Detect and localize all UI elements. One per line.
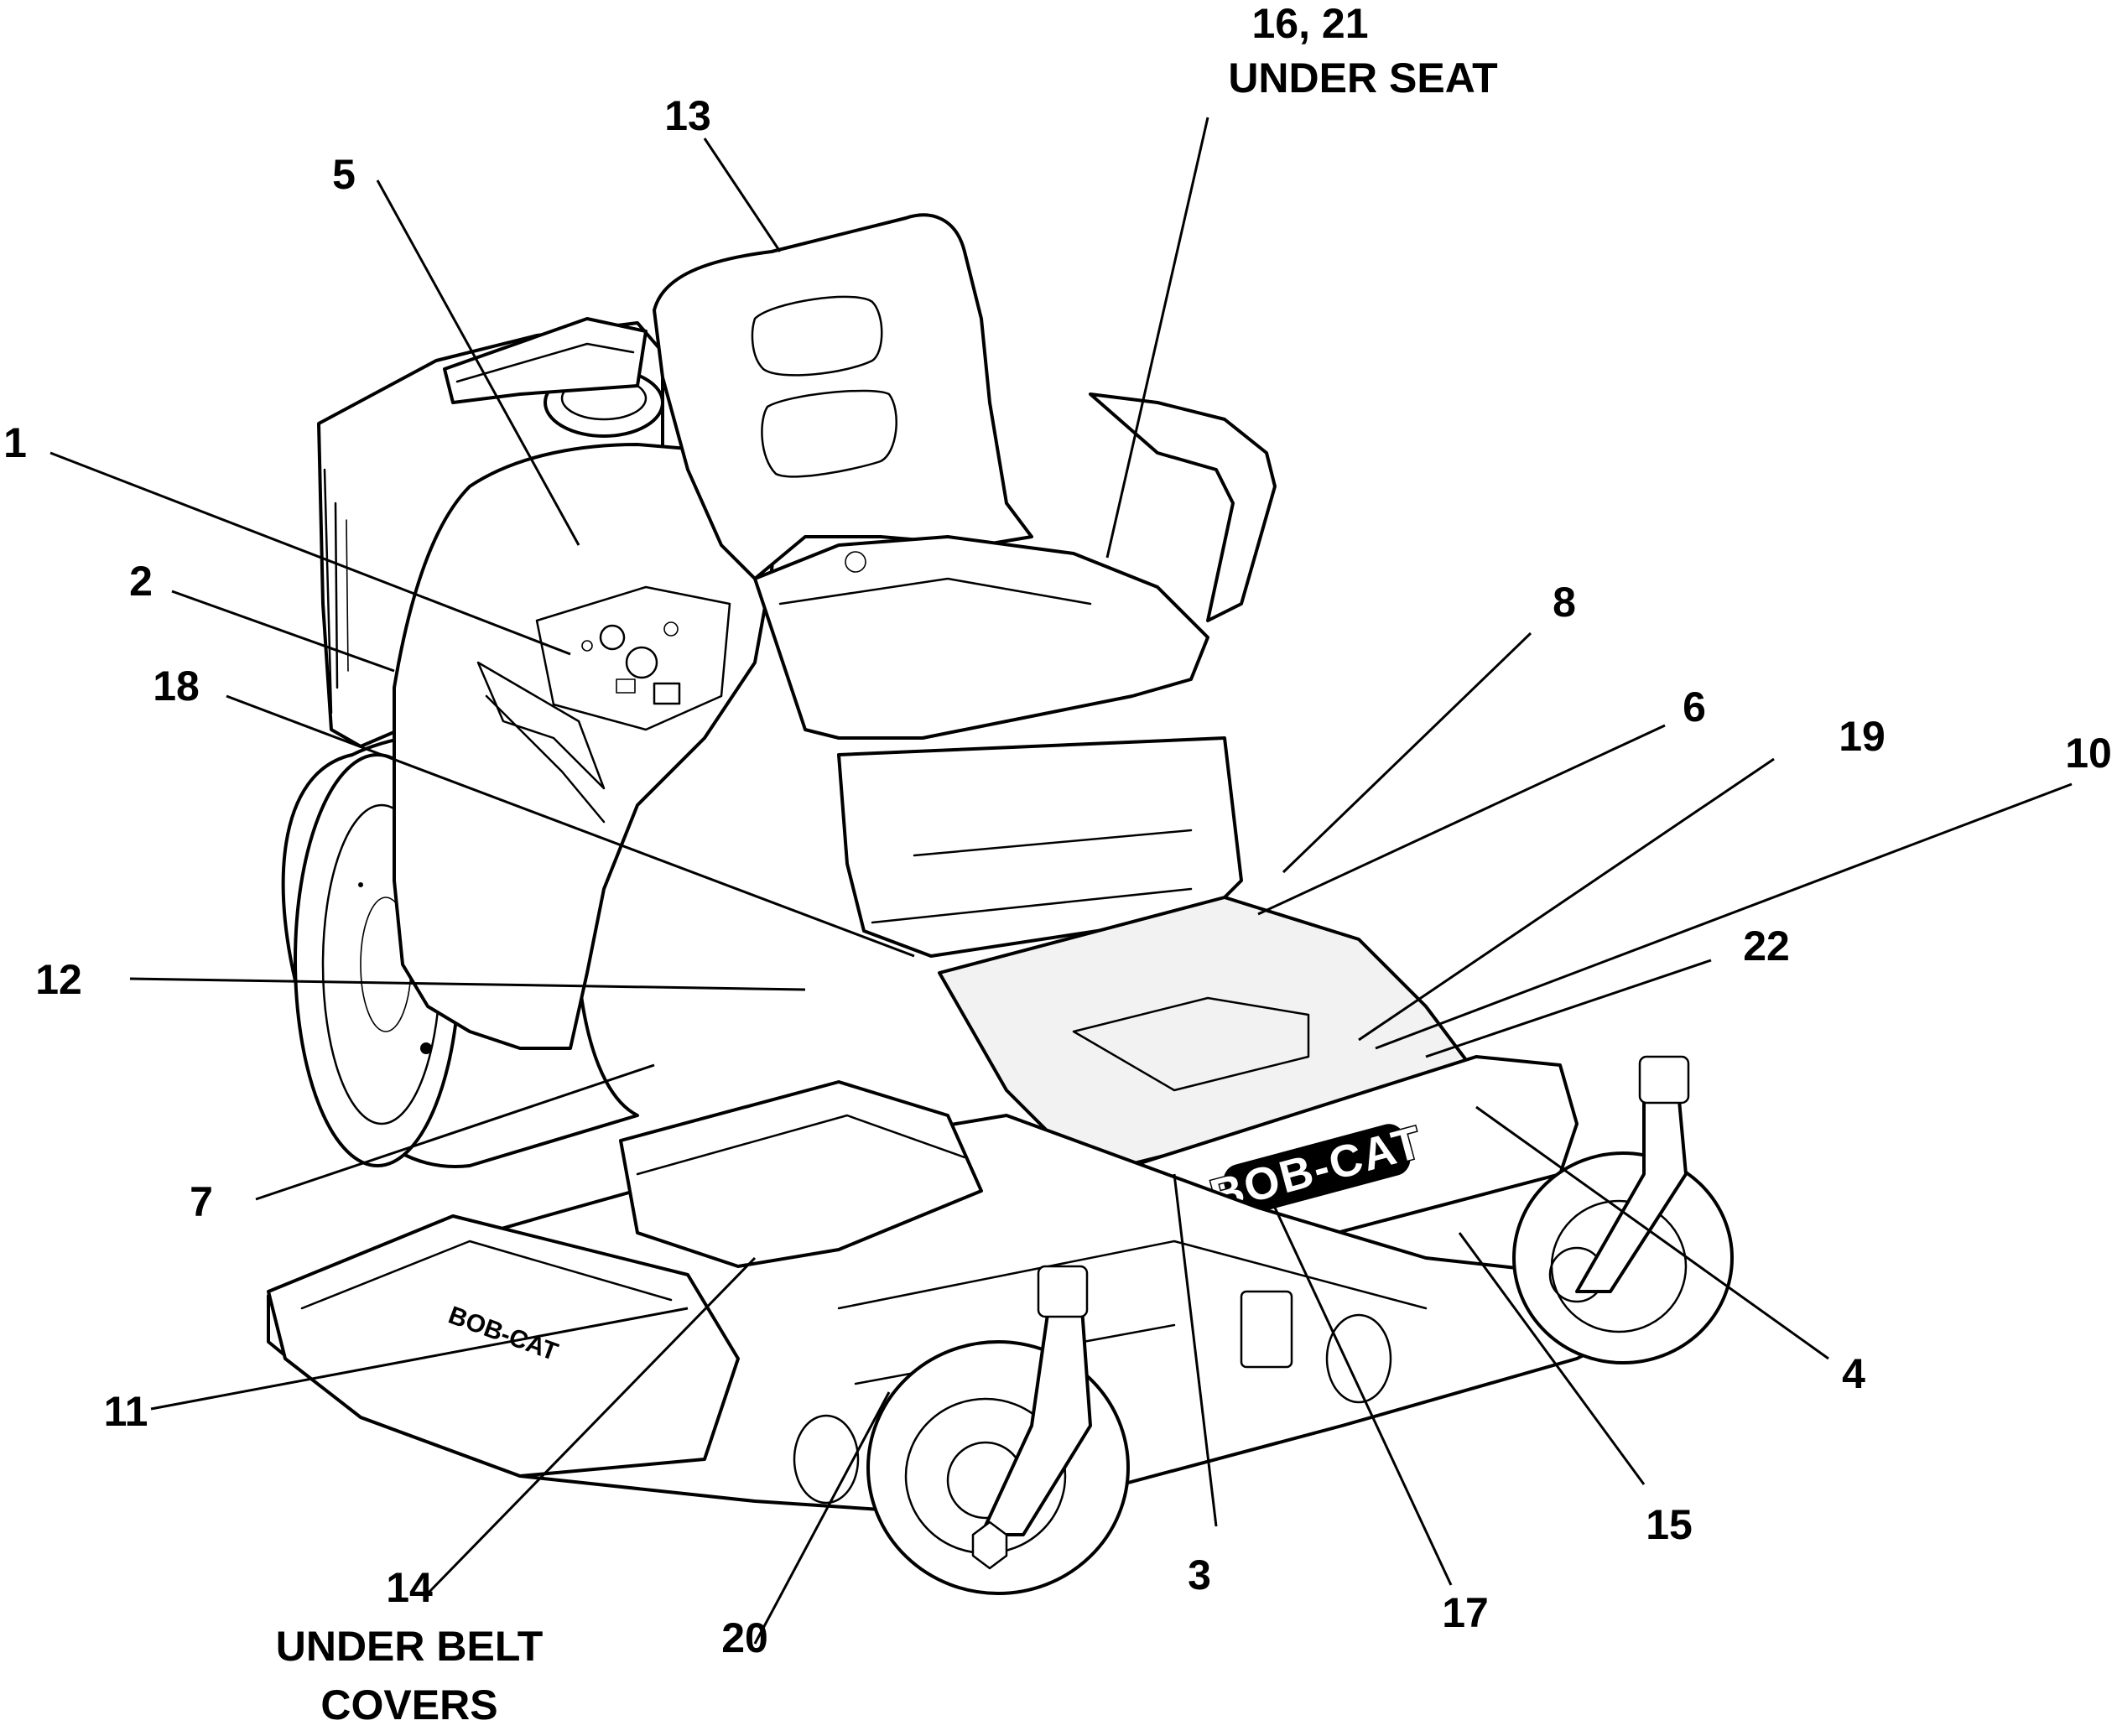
callout-14-note-2: COVERS bbox=[320, 1681, 497, 1728]
callout-13-label: 13 bbox=[664, 92, 711, 139]
callout-14-note-1: UNDER BELT bbox=[276, 1623, 544, 1670]
callout-labels: 1 2 3 4 5 6 7 8 10 11 12 13 14 UNDER BEL… bbox=[3, 0, 2112, 1728]
callout-18-label: 18 bbox=[153, 663, 200, 709]
callout-5-label: 5 bbox=[332, 151, 356, 198]
callout-2-label: 2 bbox=[129, 558, 153, 605]
callout-22-label: 22 bbox=[1743, 923, 1790, 969]
callout-16-note-1: UNDER SEAT bbox=[1228, 55, 1497, 101]
callout-14-label: 14 bbox=[386, 1564, 433, 1611]
callout-1-label: 1 bbox=[3, 419, 27, 466]
callout-20-label: 20 bbox=[721, 1614, 768, 1661]
leader-lines bbox=[49, 117, 2073, 1645]
callout-6-label: 6 bbox=[1683, 683, 1706, 730]
front-left-caster bbox=[866, 1265, 1130, 1595]
callout-8-label: 8 bbox=[1553, 579, 1576, 626]
callout-10-label: 10 bbox=[2065, 730, 2112, 777]
callout-19-label: 19 bbox=[1839, 713, 1886, 760]
callout-4-label: 4 bbox=[1842, 1350, 1865, 1397]
seat bbox=[653, 213, 1277, 740]
callout-7-label: 7 bbox=[190, 1178, 213, 1225]
callout-11-label: 11 bbox=[104, 1388, 148, 1435]
callout-17-label: 17 bbox=[1442, 1589, 1489, 1636]
callout-3-label: 3 bbox=[1188, 1551, 1211, 1598]
engine-body bbox=[317, 317, 782, 1050]
mower-deck: BOB-CAT bbox=[267, 1080, 1679, 1511]
callout-12-label: 12 bbox=[35, 956, 82, 1003]
callout-15-label: 15 bbox=[1646, 1501, 1693, 1548]
callout-16-label: 16, 21 bbox=[1251, 0, 1368, 47]
front-right-caster bbox=[1512, 1055, 1734, 1364]
